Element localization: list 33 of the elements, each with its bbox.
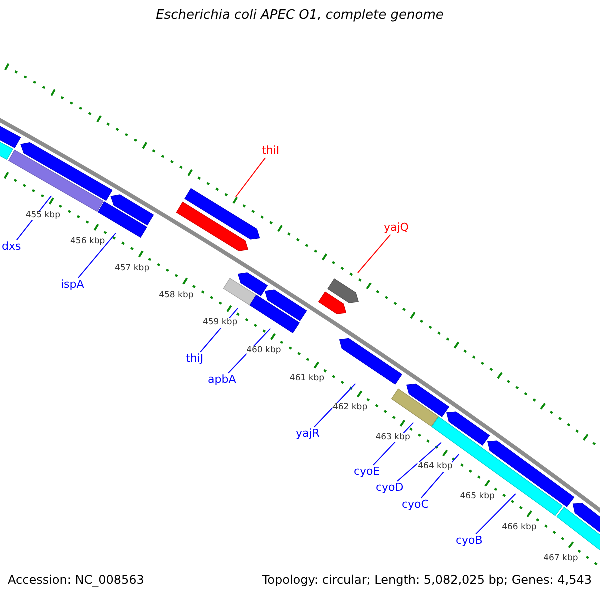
gene-label: cyoD <box>376 482 404 494</box>
gene-label: cyoC <box>402 499 429 512</box>
gene-label: yajQ <box>384 222 409 234</box>
title-text: Escherichia coli APEC O1, complete genome <box>155 9 445 24</box>
tick-label: 458 kbp <box>159 291 194 300</box>
gene-label: thiJ <box>186 353 204 366</box>
tick-label: 459 kbp <box>203 318 238 328</box>
leader-line <box>314 383 356 428</box>
leader-line <box>358 234 392 274</box>
gene-label: thiI <box>262 145 280 158</box>
tick-label: 457 kbp <box>114 264 150 274</box>
tick-label: 456 kbp <box>70 237 106 247</box>
tick-label: 466 kbp <box>502 523 537 532</box>
leader-line <box>476 494 516 535</box>
leader-line <box>397 442 442 482</box>
tick-label: 464 kbp <box>418 462 453 472</box>
tick-label: 467 kbp <box>544 554 578 564</box>
gene-label: cyoE <box>354 466 380 478</box>
leader-line <box>236 157 266 198</box>
tick-label: 465 kbp <box>460 492 495 502</box>
leader-line <box>78 232 116 279</box>
tick-label: 455 kbp <box>26 211 60 221</box>
accession-text: Accession: NC_008563 <box>8 574 144 588</box>
tick-label: 461 kbp <box>290 374 325 384</box>
gene-label: ispA <box>61 279 84 292</box>
genome-info-text: Topology: circular; Length: 5,082,025 bp; Genes: 4,543 <box>262 574 592 588</box>
gene-label: cyoB <box>456 535 483 548</box>
tick-label: 460 kbp <box>246 346 282 356</box>
tick-label: 463 kbp <box>376 432 410 442</box>
tick-label: 462 kbp <box>332 404 368 413</box>
gene-label: apbA <box>208 374 236 386</box>
gene-label: dxs <box>2 241 22 254</box>
gene-label: yajR <box>296 428 320 440</box>
